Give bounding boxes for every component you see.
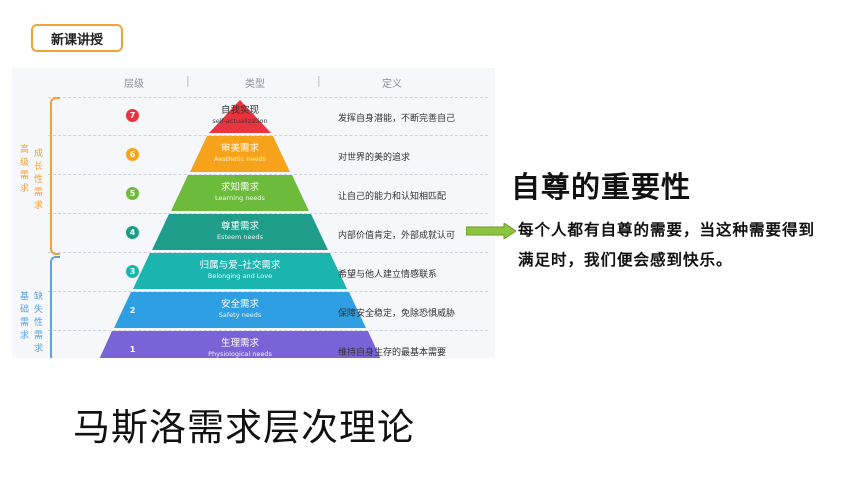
row-divider — [48, 291, 488, 292]
tier-label-4: 尊重需求 Esteem needs — [216, 221, 264, 241]
pyramid-tier-1 — [99, 331, 381, 358]
tier-number-3: 3 — [126, 265, 139, 278]
tier-number-2: 2 — [126, 304, 139, 317]
tier-number-4: 4 — [126, 226, 139, 239]
tier-definition-7: 发挥自身潜能，不断完善自己 — [338, 114, 456, 124]
pyramid-tier-2 — [114, 292, 366, 328]
row-divider — [48, 97, 488, 98]
header-type: 类型 — [245, 79, 265, 90]
growth-needs-label: 成长性需求 — [34, 149, 44, 211]
tier-number-6: 6 — [126, 148, 139, 161]
tier-definition-6: 对世界的美的追求 — [338, 153, 411, 163]
tier-number-7: 7 — [126, 109, 139, 122]
tier-definition-1: 维持自身生存的最基本需要 — [338, 348, 447, 358]
section-heading: 自尊的重要性 — [511, 170, 692, 204]
header-level: 层级 — [124, 79, 144, 90]
arrow-right-icon — [466, 223, 516, 239]
tier-definition-2: 保障安全稳定，免除恐惧威胁 — [338, 309, 456, 319]
row-divider — [48, 252, 488, 253]
maslow-pyramid-figure: 层级 | 类型 | 定义 高级需求 成长性需求 基础需求 缺失性需求 7 6 5… — [12, 68, 495, 358]
body-paragraph: 每个人都有自尊的需要，当这种需要得到满足时，我们便会感到快乐。 — [518, 220, 816, 269]
row-divider — [48, 174, 488, 175]
tier-definition-4: 内部价值肯定，外部成就认可 — [338, 231, 456, 241]
pyramid-tier-5 — [171, 175, 309, 211]
tier-number-1: 1 — [126, 343, 139, 356]
pyramid-tier-3 — [133, 253, 347, 289]
row-divider — [48, 135, 488, 136]
row-divider — [48, 330, 488, 331]
pyramid-svg — [99, 100, 381, 358]
tier-definition-5: 让自己的能力和认知相匹配 — [338, 192, 447, 202]
tier-label-5: 求知需求 Learning needs — [215, 182, 265, 202]
tier-number-5: 5 — [126, 187, 139, 200]
tier-label-7: 自我实现 self-actualization — [212, 105, 268, 125]
pyramid-tier-6 — [190, 136, 290, 172]
tier-definition-3: 希望与他人建立情感联系 — [338, 270, 438, 280]
tier-label-1: 生理需求 Physiological needs — [208, 338, 272, 358]
header-definition: 定义 — [382, 79, 402, 90]
deficiency-needs-side-label: 基础需求 — [20, 292, 30, 341]
growth-needs-side-label: 高级需求 — [20, 145, 30, 194]
tier-label-3: 归属与爱–社交需求 Belonging and Love — [199, 260, 281, 280]
deficiency-needs-bracket — [50, 256, 60, 358]
pyramid-tier-7 — [209, 100, 271, 133]
header-separator: | — [186, 74, 190, 87]
pyramid-tier-4 — [152, 214, 328, 250]
slide-title: 马斯洛需求层次理论 — [73, 406, 415, 449]
tier-label-2: 安全需求 Safety needs — [218, 299, 262, 319]
row-divider — [48, 213, 488, 214]
header-separator: | — [317, 74, 321, 87]
section-badge: 新课讲授 — [31, 24, 123, 52]
growth-needs-bracket — [50, 97, 60, 255]
tier-label-6: 审美需求 Aesthetic needs — [213, 143, 266, 163]
deficiency-needs-label: 缺失性需求 — [34, 292, 44, 354]
